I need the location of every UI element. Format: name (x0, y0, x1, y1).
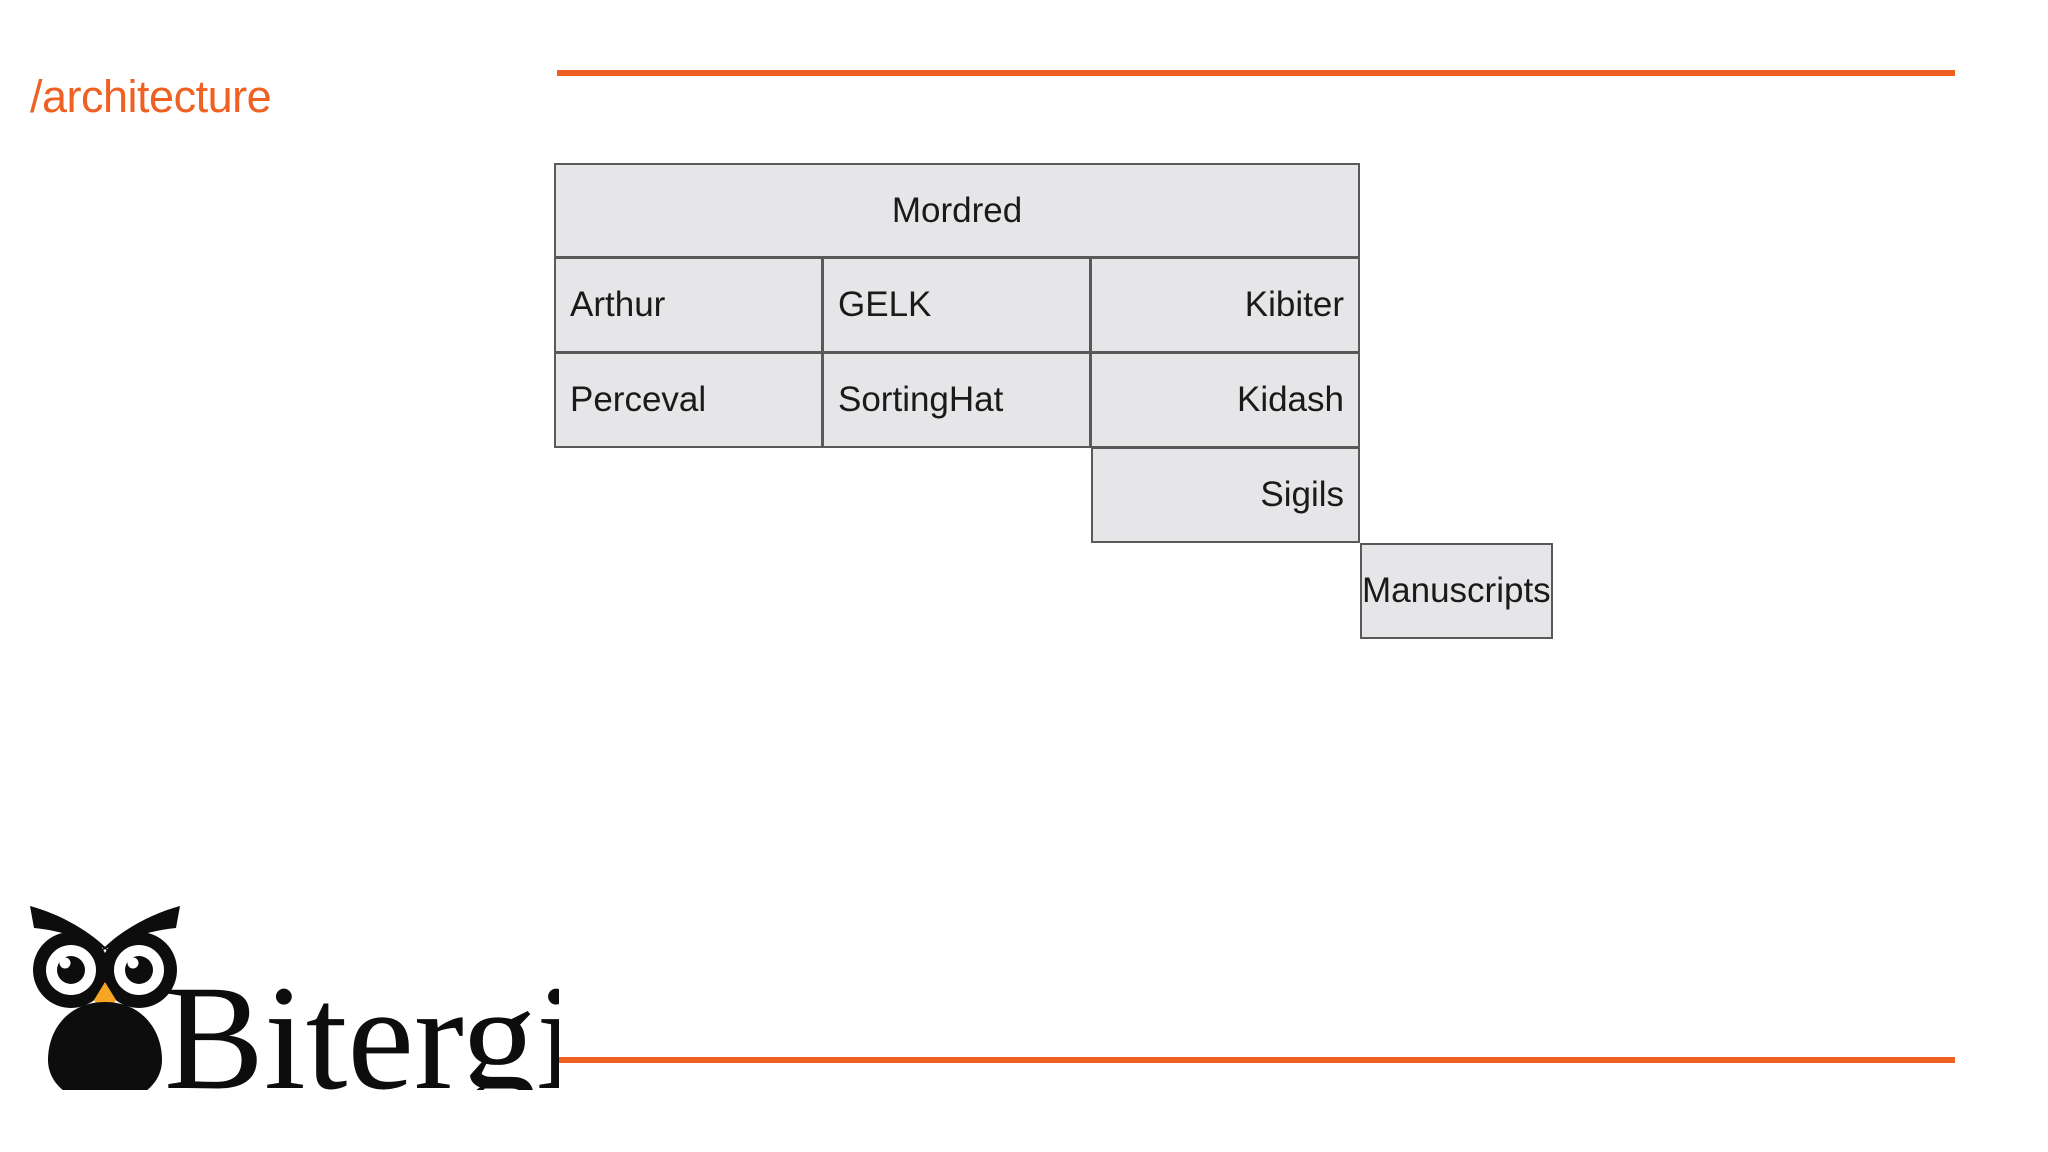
cell-gelk: GELK (823, 258, 1091, 353)
cell-kibiter: Kibiter (1091, 258, 1360, 353)
cell-perceval: Perceval (554, 353, 823, 448)
bottom-accent-rule (555, 1057, 1955, 1063)
table-row-header: Mordred (554, 163, 1360, 258)
bitergia-logo-svg: Bitergia (30, 906, 559, 1090)
bitergia-wordmark: Bitergia (164, 955, 559, 1090)
wordmark-text: Bitergia (164, 955, 559, 1090)
owl-icon (30, 906, 180, 1090)
cell-mordred: Mordred (554, 163, 1360, 258)
cell-manuscripts: Manuscripts (1360, 543, 1553, 639)
cell-kidash: Kidash (1091, 353, 1360, 448)
architecture-table: Mordred Arthur GELK Kibiter Perceval Sor… (554, 163, 1553, 639)
bitergia-logo: Bitergia (14, 890, 559, 1090)
cell-arthur: Arthur (554, 258, 823, 353)
table-row: Perceval SortingHat Kidash (554, 353, 1360, 448)
table-row-sigils: Sigils (554, 448, 1360, 543)
top-accent-rule (557, 70, 1955, 76)
table-row: Arthur GELK Kibiter (554, 258, 1360, 353)
cell-sortinghat: SortingHat (823, 353, 1091, 448)
table-row-manuscripts: Manuscripts (554, 543, 1553, 639)
cell-sigils: Sigils (1091, 448, 1360, 543)
page-title: /architecture (30, 71, 272, 122)
